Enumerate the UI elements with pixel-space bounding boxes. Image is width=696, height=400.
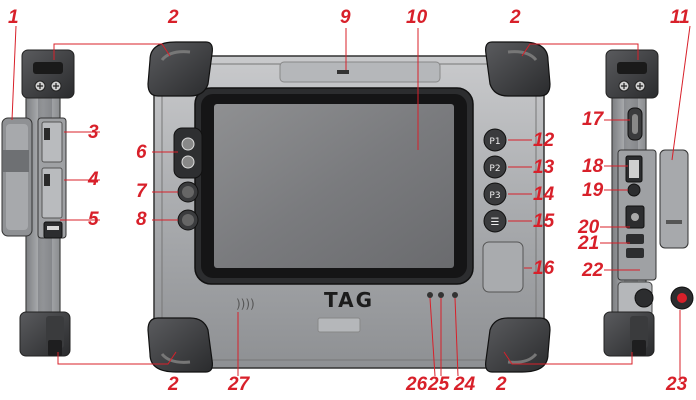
left-side-view <box>1 49 75 357</box>
top-bumper-right-side <box>605 49 659 99</box>
leader-lines <box>11 25 691 382</box>
right-side-view <box>603 49 694 357</box>
callout-2-top-left: 2 <box>168 7 179 28</box>
callout-14: 14 <box>533 184 555 205</box>
bottom-bumper-right-side <box>603 311 655 357</box>
fingerprint-reader <box>173 127 203 179</box>
button-label-menu: ☰ <box>491 217 500 228</box>
callout-21: 21 <box>578 233 600 254</box>
callout-4: 4 <box>88 169 99 190</box>
status-leds <box>427 292 458 298</box>
callout-2-top-right: 2 <box>510 7 521 28</box>
callout-2-bottom-right: 2 <box>496 374 507 395</box>
callout-5: 5 <box>88 209 99 230</box>
bumper-top-right <box>485 41 551 97</box>
usb-port-left <box>43 221 63 239</box>
handle-strap <box>1 117 33 237</box>
nfc-icon: )))) <box>236 297 255 311</box>
callout-7: 7 <box>136 181 147 202</box>
bottom-bumper-left-side <box>19 311 71 357</box>
left-front-buttons <box>177 181 199 231</box>
callout-17: 17 <box>582 109 604 130</box>
button-label-p2: P2 <box>489 164 500 174</box>
front-view: )))) <box>147 41 551 373</box>
callout-8: 8 <box>136 209 147 230</box>
callout-13: 13 <box>533 157 555 178</box>
brand-logo: TAG <box>324 288 374 312</box>
callout-3: 3 <box>88 122 99 143</box>
callout-2-bottom-left: 2 <box>168 374 179 395</box>
callout-15: 15 <box>533 211 555 232</box>
camera-front <box>337 70 349 74</box>
callout-18: 18 <box>582 156 604 177</box>
callout-20: 20 <box>578 217 600 238</box>
callout-22: 22 <box>582 260 604 281</box>
side-panel-right <box>617 149 657 281</box>
handle-right <box>659 149 689 249</box>
nfc-panel <box>482 241 524 293</box>
callout-24: 24 <box>454 374 476 395</box>
callout-19: 19 <box>582 180 604 201</box>
power-button <box>627 107 643 141</box>
dc-jack <box>670 286 694 310</box>
callout-23: 23 <box>666 374 688 395</box>
top-bumper-left-side <box>21 49 75 99</box>
bumper-bottom-left <box>147 317 213 373</box>
callout-6: 6 <box>136 142 147 163</box>
callout-25: 25 <box>428 374 450 395</box>
callout-1: 1 <box>8 7 19 28</box>
button-label-p1: P1 <box>489 137 500 147</box>
rear-port-cover <box>617 281 654 317</box>
touch-screen <box>214 104 454 268</box>
right-front-buttons <box>483 128 507 233</box>
callout-26: 26 <box>406 374 428 395</box>
callout-10: 10 <box>406 7 428 28</box>
callout-16: 16 <box>533 258 555 279</box>
callout-27: 27 <box>228 374 250 395</box>
side-panel-left <box>37 117 67 239</box>
button-label-p3: P3 <box>489 191 500 201</box>
bumper-top-left <box>147 41 213 97</box>
callout-9: 9 <box>340 7 351 28</box>
callout-12: 12 <box>533 130 555 151</box>
callout-11: 11 <box>670 7 690 28</box>
screen-bezel <box>194 87 474 285</box>
bumper-bottom-right <box>485 317 551 373</box>
